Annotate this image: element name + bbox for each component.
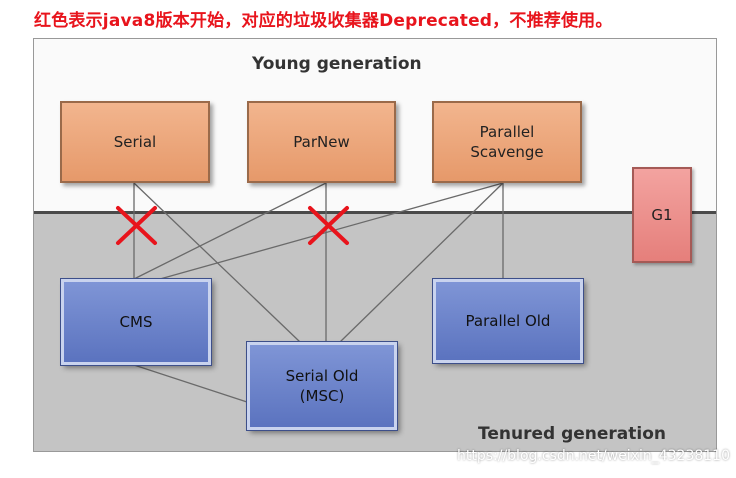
cms-collector: CMS [60, 278, 212, 366]
line-ps-serialold [339, 182, 504, 343]
watermark: https://blog.csdn.net/weixin_43238110 [456, 448, 730, 464]
line-cms-serialold [133, 364, 248, 403]
serial-collector: Serial [60, 101, 210, 183]
parallel-old-collector: Parallel Old [432, 278, 584, 364]
tenured-generation-label: Tenured generation [478, 424, 666, 444]
g1-collector: G1 [632, 167, 692, 263]
generation-divider [34, 211, 716, 214]
line-parnew-cms [133, 182, 327, 280]
serial-old-collector: Serial Old (MSC) [246, 341, 398, 431]
young-generation-label: Young generation [252, 54, 422, 74]
parallel-scavenge-collector: Parallel Scavenge [432, 101, 582, 183]
deprecation-caption: 红色表示java8版本开始，对应的垃圾收集器Deprecated，不推荐使用。 [34, 11, 613, 31]
deprecated-mark-serial-cms [116, 206, 157, 245]
parnew-collector: ParNew [247, 101, 396, 183]
deprecated-mark-parnew-serialold [308, 206, 349, 245]
